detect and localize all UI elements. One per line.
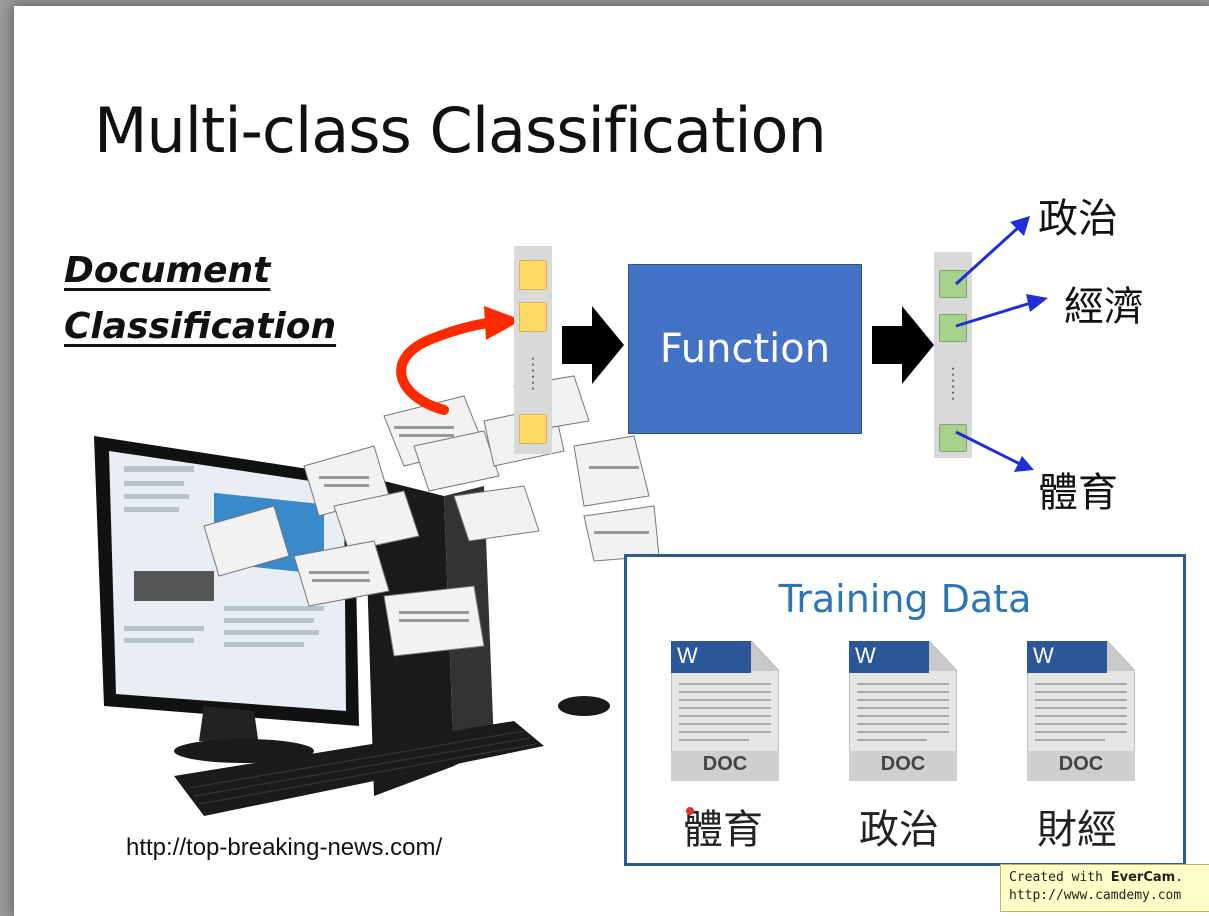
output-cell: [939, 424, 967, 452]
output-label-sports: 體育: [1038, 470, 1118, 516]
training-label-sports: 體育: [683, 807, 763, 853]
training-label-finance: 財經: [1037, 807, 1117, 853]
output-cell: [939, 314, 967, 342]
doc-badge: DOC: [880, 753, 926, 775]
watermark-brand: EverCam: [1110, 870, 1176, 885]
input-cell: [519, 414, 547, 444]
word-icon-letter: W: [677, 643, 698, 668]
red-curved-arrow-icon: [396, 306, 522, 415]
document-classification-line1: Document: [64, 250, 271, 291]
word-icon-letter: W: [855, 643, 876, 668]
input-cell: [519, 260, 547, 290]
watermark-prefix: Created with: [1009, 870, 1111, 885]
computer-news-illustration: [94, 375, 660, 816]
evercam-watermark: Created with EverCam. http://www.camdemy…: [1000, 864, 1209, 912]
slide-title: Multi-class Classification: [94, 94, 827, 167]
function-box: Function: [628, 264, 862, 434]
right-arrow-icon: [872, 306, 934, 384]
word-doc-icon: W DOC: [670, 640, 780, 782]
document-classification-line2: Classification: [64, 306, 337, 347]
watermark-suffix: .: [1175, 870, 1184, 885]
word-icon-letter: W: [1033, 643, 1054, 668]
training-data-title: Training Data: [778, 577, 1032, 621]
output-cell: [939, 270, 967, 298]
doc-badge: DOC: [702, 753, 748, 775]
watermark-url: http://www.camdemy.com: [1009, 888, 1182, 903]
output-label-economy: 經濟: [1064, 284, 1144, 330]
output-vector: ······: [934, 252, 972, 458]
word-doc-icon: W DOC: [848, 640, 958, 782]
ellipsis-dots: ······: [950, 360, 956, 407]
input-cell: [519, 302, 547, 332]
output-label-politics: 政治: [1038, 196, 1118, 242]
cursor-dot: [686, 807, 694, 815]
source-url: http://top-breaking-news.com/: [126, 834, 443, 861]
right-arrow-icon: [562, 306, 624, 384]
word-doc-icon: W DOC: [1026, 640, 1136, 782]
input-vector: ······: [514, 246, 552, 454]
training-label-politics: 政治: [859, 807, 939, 853]
training-data-box: Training Data W DOC 體育 W DOC: [624, 554, 1186, 866]
output-arrows: [954, 216, 1048, 472]
ellipsis-dots: ······: [530, 350, 536, 397]
slide: Multi-class Classification Document Clas…: [14, 6, 1209, 916]
doc-badge: DOC: [1058, 753, 1104, 775]
